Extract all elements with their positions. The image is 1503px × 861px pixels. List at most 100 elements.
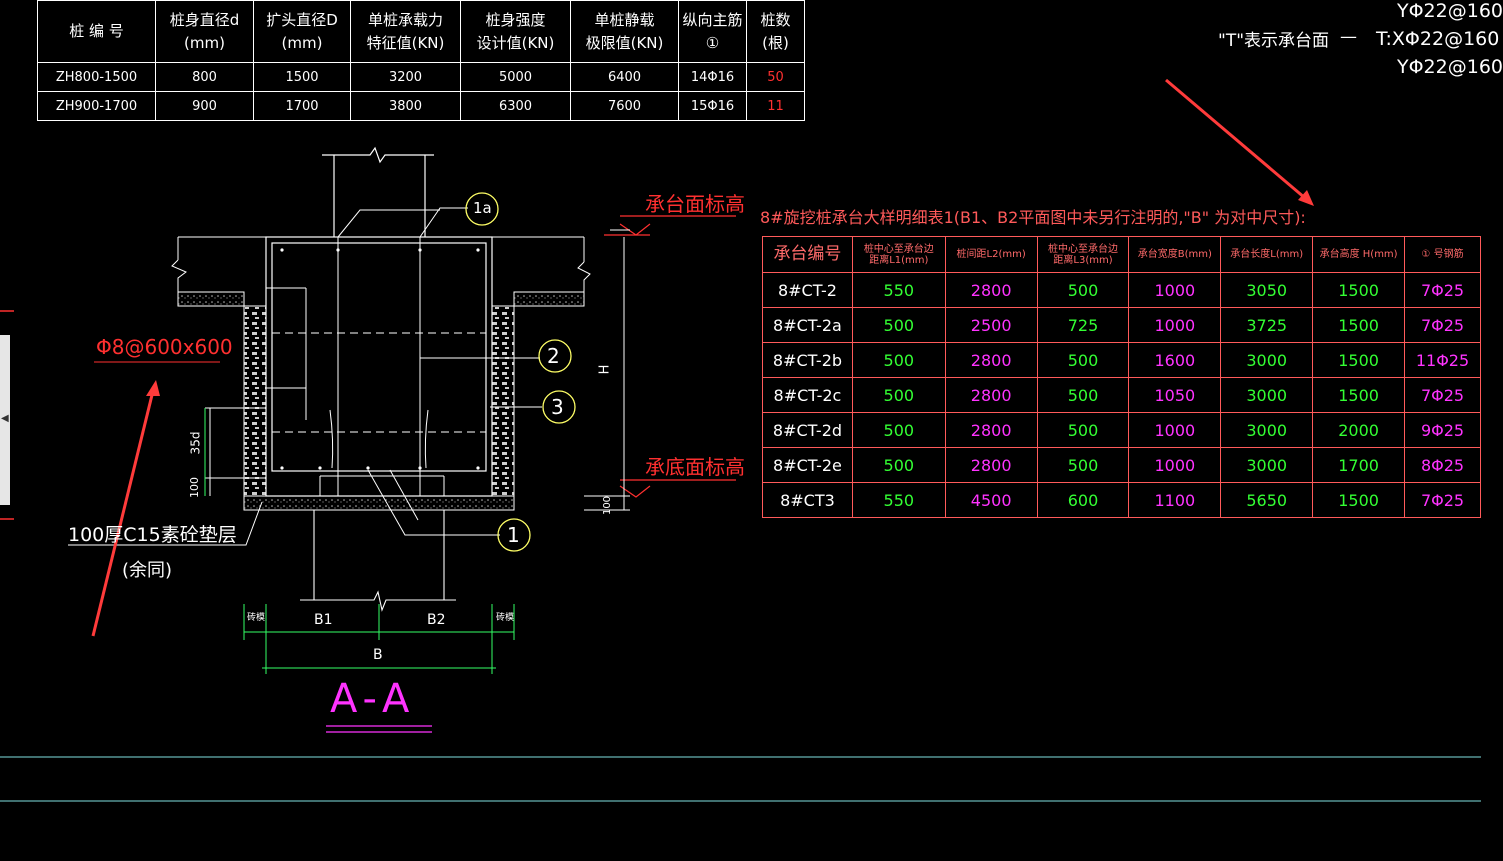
pile-table-row: ZH800-1500 800 1500 3200 5000 6400 14Φ16…	[37, 62, 805, 92]
rebar-note-line1: YΦ22@160	[1397, 0, 1503, 22]
red-annotation-arrow-left	[91, 380, 160, 637]
cap-value-cell: 2800	[944, 447, 1038, 483]
dim-b2-label: B2	[427, 612, 446, 628]
cap-value-cell: 1500	[1312, 307, 1406, 343]
cap-id-cell: 8#CT3	[762, 482, 853, 518]
sidebar-collapse-tab[interactable]: ◀	[0, 335, 10, 505]
cap-id-cell: 8#CT-2b	[762, 342, 853, 378]
pile-header-cell: 桩 编 号	[37, 0, 156, 63]
callout-circle-1	[497, 518, 531, 552]
red-annotation-arrow-right	[1165, 78, 1314, 206]
callout-label-1a: 1a	[473, 199, 492, 217]
pile-cell: 800	[155, 62, 254, 92]
cap-value-cell: 500	[851, 412, 946, 448]
brick-form-right-label: 砖模	[496, 613, 515, 623]
cap-value-cell: 11Φ25	[1404, 342, 1481, 378]
cap-value-cell: 725	[1036, 307, 1130, 343]
cushion-note-suffix: (余同)	[122, 560, 173, 581]
cap-value-cell: 2800	[944, 377, 1038, 413]
section-title-underline	[326, 725, 432, 733]
cap-id-cell: 8#CT-2e	[762, 447, 853, 483]
cap-value-cell: 7Φ25	[1404, 307, 1481, 343]
pile-table-header-row: 桩 编 号 桩身直径d (mm) 扩头直径D (mm) 单桩承载力 特征值(KN…	[37, 0, 805, 63]
cap-id-cell: 8#CT-2a	[762, 307, 853, 343]
cushion-leader	[68, 501, 263, 546]
cap-value-cell: 3000	[1220, 412, 1314, 448]
cap-value-cell: 8Φ25	[1404, 447, 1481, 483]
callout-circle-1a	[465, 192, 499, 226]
callout-circle-2	[538, 339, 572, 373]
cap-header-cell: 桩中心至承台边 距离L3(mm)	[1036, 236, 1130, 273]
cap-id-cell: 8#CT-2c	[762, 377, 853, 413]
cap-header-cell: 承台高度 H(mm)	[1312, 236, 1406, 273]
cap-value-cell: 2000	[1312, 412, 1406, 448]
pile-schedule-table: 桩 编 号 桩身直径d (mm) 扩头直径D (mm) 单桩承载力 特征值(KN…	[37, 0, 805, 121]
cushion-note: 100厚C15素砼垫层	[68, 524, 237, 546]
pile-header-cell: 扩头直径D (mm)	[253, 0, 351, 63]
pile-cell: 3800	[350, 91, 461, 121]
cap-value-cell: 500	[851, 447, 946, 483]
pile-cap-outline	[265, 236, 493, 497]
cap-value-cell: 500	[1036, 342, 1130, 378]
cap-value-cell: 1500	[1312, 272, 1406, 308]
cap-surface-note: "T"表示承台面	[1218, 31, 1330, 51]
cap-value-cell: 550	[851, 482, 946, 518]
cap-value-cell: 2800	[944, 272, 1038, 308]
cap-value-cell: 1000	[1128, 412, 1222, 448]
cap-value-cell: 500	[1036, 377, 1130, 413]
pile-header-cell: 桩数 (根)	[746, 0, 805, 63]
cap-value-cell: 7Φ25	[1404, 272, 1481, 308]
pile-cap-detail-table: 承台编号 桩中心至承台边 距离L1(mm) 桩间距L2(mm) 桩中心至承台边 …	[762, 236, 1481, 518]
pile-cell: ZH900-1700	[37, 91, 156, 121]
callout-label-1: 1	[507, 523, 520, 547]
chevron-left-icon: ◀	[1, 413, 9, 424]
cap-value-cell: 1100	[1128, 482, 1222, 518]
cap-value-cell: 500	[851, 377, 946, 413]
column-outline	[322, 146, 434, 237]
cap-value-cell: 7Φ25	[1404, 377, 1481, 413]
cap-value-cell: 1600	[1128, 342, 1222, 378]
rebar-note-line3: YΦ22@160	[1397, 56, 1503, 78]
cap-value-cell: 1050	[1128, 377, 1222, 413]
cap-header-cell: 桩中心至承台边 距离L1(mm)	[851, 236, 946, 273]
cap-value-cell: 500	[1036, 412, 1130, 448]
dim-35d-label: 35d	[188, 431, 203, 455]
callout-circle-3	[542, 390, 576, 424]
cap-value-cell: 1700	[1312, 447, 1406, 483]
pile-header-cell: 桩身强度 设计值(KN)	[460, 0, 571, 63]
cap-value-cell: 4500	[944, 482, 1038, 518]
pile-cell: 6300	[460, 91, 571, 121]
stirrup-dashes	[272, 332, 486, 433]
cap-value-cell: 5650	[1220, 482, 1314, 518]
pile-count-cell: 11	[746, 91, 805, 121]
dim-b1-label: B1	[314, 612, 333, 628]
cap-table-title: 8#旋挖桩承台大样明细表1(B1、B2平面图中未另行注明的,"B" 为对中尺寸)…	[760, 208, 1306, 227]
cap-value-cell: 1500	[1312, 377, 1406, 413]
pile-cell: 900	[155, 91, 254, 121]
cap-header-cell: 承台长度L(mm)	[1220, 236, 1314, 273]
slab-lines	[171, 236, 591, 292]
cap-header-cell: 承台编号	[762, 236, 853, 273]
cap-value-cell: 3000	[1220, 342, 1314, 378]
rebar-lines	[205, 207, 542, 536]
pile-table-row: ZH900-1700 900 1700 3800 6300 7600 15Φ16…	[37, 91, 805, 121]
cap-value-cell: 600	[1036, 482, 1130, 518]
dim-100-label: 100	[188, 477, 201, 498]
cap-bottom-elevation-label: 承底面标高	[645, 455, 745, 479]
cap-value-cell: 500	[851, 342, 946, 378]
cap-value-cell: 500	[851, 307, 946, 343]
dimension-lines-bottom	[204, 408, 515, 674]
cap-value-cell: 3725	[1220, 307, 1314, 343]
pile-cell: 14Φ16	[678, 62, 747, 92]
pile-cell: 1700	[253, 91, 351, 121]
callout-label-2: 2	[547, 344, 560, 368]
rebar-dots	[280, 248, 480, 470]
cap-value-cell: 500	[1036, 447, 1130, 483]
